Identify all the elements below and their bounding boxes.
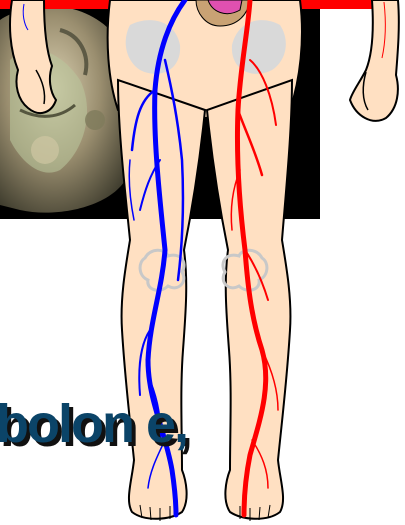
right-hand xyxy=(350,0,399,121)
slide-caption: bolon e, xyxy=(0,393,296,463)
left-hand xyxy=(10,0,56,113)
